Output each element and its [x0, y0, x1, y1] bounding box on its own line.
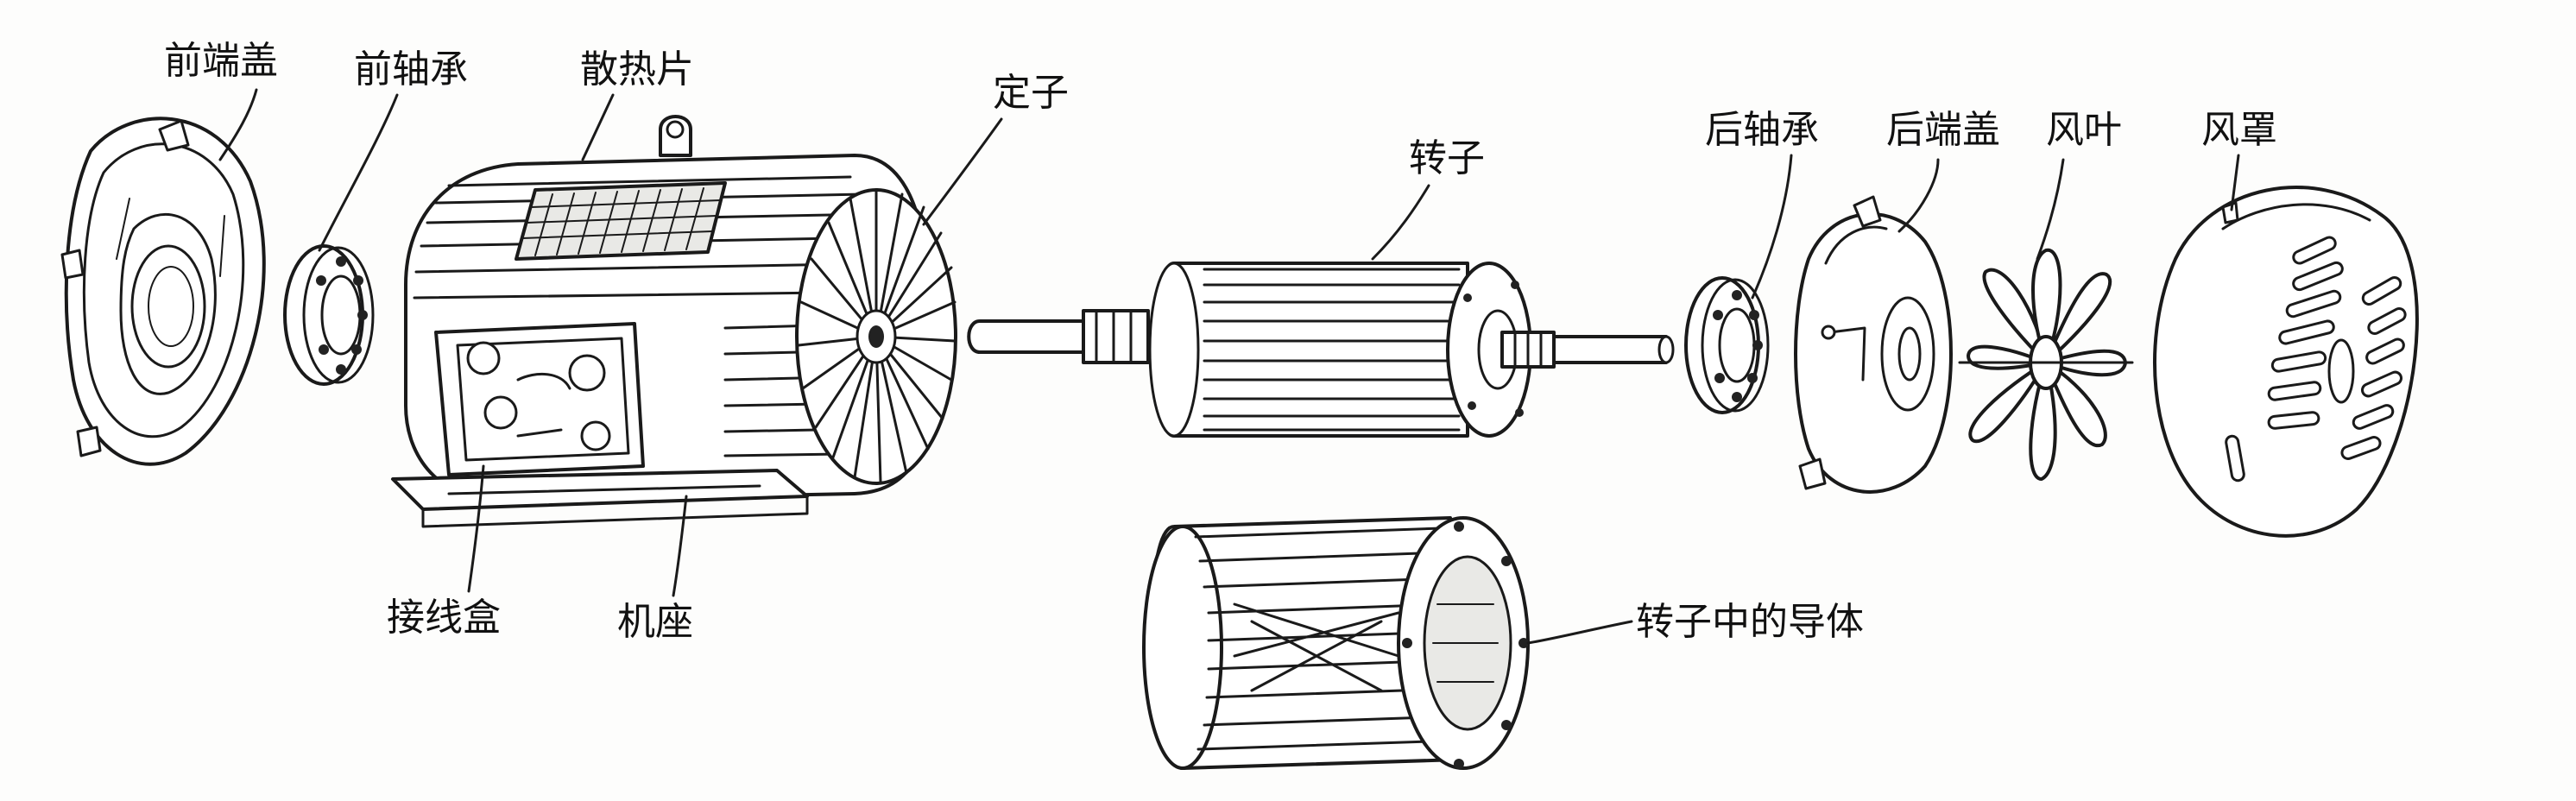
rotor-conductor [1142, 516, 1530, 770]
labels: 前端盖 前轴承 散热片 定子 转子 后轴承 后端盖 风叶 风罩 接线盒 机座 转… [164, 39, 2277, 644]
fan-cover [2153, 186, 2419, 538]
leader-lines [218, 88, 2240, 645]
label-front-bearing: 前轴承 [354, 47, 468, 91]
front-end-cover [60, 117, 266, 466]
label-junction-box: 接线盒 [387, 596, 501, 640]
nameplate-grid [515, 181, 727, 261]
label-fan-cover: 风罩 [2201, 108, 2277, 152]
label-rear-bearing: 后轴承 [1705, 108, 1819, 152]
motor-base [391, 469, 809, 528]
rear-bearing [1684, 276, 1770, 414]
label-fan: 风叶 [2046, 108, 2122, 152]
rear-end-cover [1794, 195, 1953, 494]
fan [1958, 248, 2134, 481]
motor-frame [391, 115, 957, 528]
junction-box [434, 322, 645, 476]
label-stator: 定子 [993, 71, 1069, 115]
label-rear-end-cover: 后端盖 [1886, 108, 2000, 152]
rotor [967, 262, 1675, 438]
label-heat-sink: 散热片 [580, 47, 694, 91]
label-front-end-cover: 前端盖 [164, 39, 278, 83]
label-base: 机座 [617, 600, 693, 644]
stator-end [795, 188, 957, 485]
fan-cover-slots [2267, 236, 2407, 460]
label-rotor: 转子 [1409, 136, 1485, 180]
front-bearing [283, 244, 375, 386]
label-rotor-conductor: 转子中的导体 [1636, 600, 1864, 644]
